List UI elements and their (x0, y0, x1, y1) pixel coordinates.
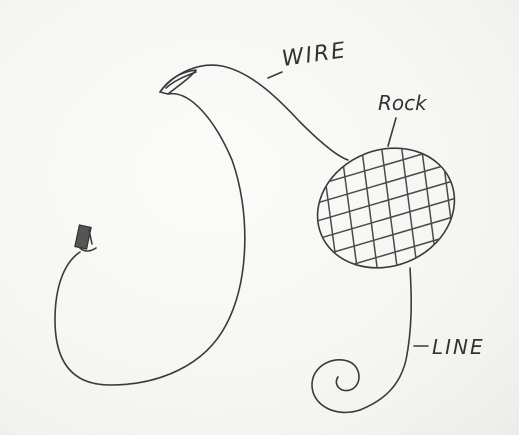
rock-leader-tick (388, 118, 396, 146)
line-stroke (360, 268, 411, 410)
rock-shape (299, 128, 472, 290)
wire-end-clip (75, 225, 96, 251)
wire-leader-tick (268, 72, 282, 78)
line-label: LINE (432, 335, 485, 359)
wire-label: WIRE (280, 38, 348, 72)
line-spiral (312, 360, 360, 413)
rock-label: Rock (378, 91, 428, 115)
rock-hatching (300, 135, 470, 290)
wire-outer-curve (160, 65, 348, 160)
